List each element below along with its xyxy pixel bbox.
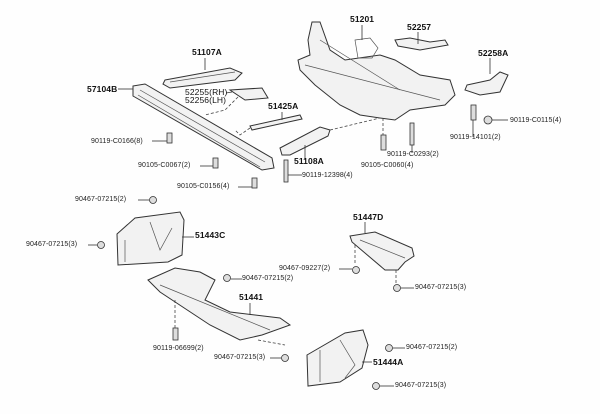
- fastener-label-90467-09227[interactable]: 90467-09227(2): [279, 265, 331, 272]
- part-52257-shape: [394, 32, 449, 51]
- fastener-label-90467-07215-d[interactable]: 90467-07215(3): [415, 284, 467, 291]
- fastener-label-90467-07215-c[interactable]: 90467-07215(2): [242, 275, 294, 282]
- fastener-label-90467-07215-b[interactable]: 90467-07215(3): [26, 241, 78, 248]
- part-51107a-shape: [162, 58, 243, 89]
- part-51444a-shape: [306, 329, 372, 387]
- fastener-label-90119-c0293[interactable]: 90119-C0293(2): [387, 151, 439, 158]
- fastener-label-90119-c0166[interactable]: 90119-C0166(8): [91, 138, 143, 145]
- part-label-51107a[interactable]: 51107A: [192, 47, 222, 57]
- part-51443c-shape: [116, 211, 194, 266]
- part-label-52256[interactable]: 52256(LH): [185, 95, 227, 105]
- part-51425a-shape: [234, 112, 303, 136]
- part-label-52257[interactable]: 52257: [407, 22, 432, 32]
- part-label-51108a[interactable]: 51108A: [294, 156, 324, 166]
- part-52258a-shape: [464, 58, 509, 96]
- part-51108a-shape: [279, 117, 381, 160]
- part-57104b-shape: [118, 83, 275, 171]
- part-label-52255[interactable]: 52255(RH): [185, 87, 228, 97]
- fastener-label-90467-07215-e[interactable]: 90467-07215(3): [214, 354, 266, 361]
- part-51447d-shape: [349, 222, 415, 285]
- part-label-51425a[interactable]: 51425A: [268, 101, 299, 111]
- fastener-label-90467-07215-g[interactable]: 90467-07215(3): [395, 382, 447, 389]
- fastener-label-90119-06699[interactable]: 90119-06699(2): [153, 345, 204, 352]
- part-label-51441[interactable]: 51441: [239, 292, 264, 302]
- part-label-51443c[interactable]: 51443C: [195, 230, 226, 240]
- part-51201-shape: [297, 21, 456, 121]
- fastener-label-90105-c0156[interactable]: 90105-C0156(4): [177, 183, 230, 190]
- part-label-51447d[interactable]: 51447D: [353, 212, 384, 222]
- fastener-label-90105-c0067[interactable]: 90105-C0067(2): [138, 162, 191, 169]
- fastener-label-90467-07215-f[interactable]: 90467-07215(2): [406, 344, 458, 351]
- part-label-51201[interactable]: 51201: [350, 14, 375, 24]
- fastener-label-90119-12398[interactable]: 90119-12398(4): [302, 172, 353, 179]
- part-52255-shape: [204, 87, 269, 116]
- part-label-57104b[interactable]: 57104B: [87, 84, 118, 94]
- fastener-label-90119-c0115[interactable]: 90119-C0115(4): [510, 117, 562, 124]
- fastener-label-90467-07215-a[interactable]: 90467-07215(2): [75, 196, 127, 203]
- bolts: [88, 104, 508, 390]
- part-label-52258a[interactable]: 52258A: [478, 48, 509, 58]
- part-51441-shape: [147, 267, 292, 346]
- part-label-51444a[interactable]: 51444A: [373, 357, 404, 367]
- fastener-label-90119-14101[interactable]: 90119-14101(2): [450, 134, 501, 141]
- fastener-label-90105-c0060[interactable]: 90105-C0060(4): [361, 162, 414, 169]
